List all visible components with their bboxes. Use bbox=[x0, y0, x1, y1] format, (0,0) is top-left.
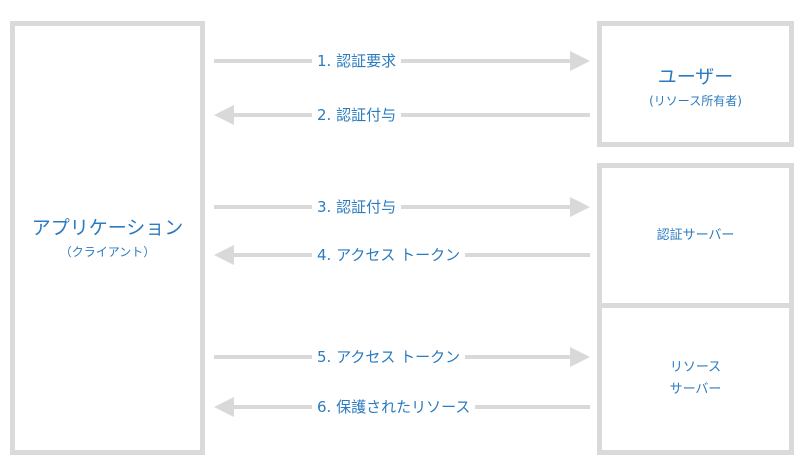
application-title: アプリケーション bbox=[31, 217, 184, 239]
step-2-label: 2. 認証付与 bbox=[312, 106, 402, 124]
step-4-label: 4. アクセス トークン bbox=[312, 246, 466, 264]
user-title: ユーザー bbox=[657, 66, 734, 88]
step-6-label: 6. 保護されたリソース bbox=[312, 398, 476, 416]
application-box: アプリケーション （クライアント） bbox=[10, 21, 205, 455]
step-5-label: 5. アクセス トークン bbox=[312, 348, 466, 366]
step-3-label: 3. 認証付与 bbox=[312, 198, 402, 216]
auth-server-box: 認証サーバー bbox=[597, 163, 794, 308]
resource-server-line2: サーバー bbox=[669, 382, 722, 397]
user-subtitle: (リソース所有者) bbox=[649, 94, 742, 108]
step-1-label: 1. 認証要求 bbox=[312, 52, 402, 70]
arrow-step-2 bbox=[214, 105, 590, 125]
arrow-step-3 bbox=[214, 197, 590, 217]
arrow-step-1 bbox=[214, 51, 590, 71]
resource-server-box: リソース サーバー bbox=[597, 303, 794, 455]
user-box: ユーザー (リソース所有者) bbox=[597, 21, 794, 147]
application-subtitle: （クライアント） bbox=[59, 245, 156, 259]
resource-server-line1: リソース bbox=[669, 360, 722, 375]
auth-server-title: 認証サーバー bbox=[656, 227, 735, 243]
